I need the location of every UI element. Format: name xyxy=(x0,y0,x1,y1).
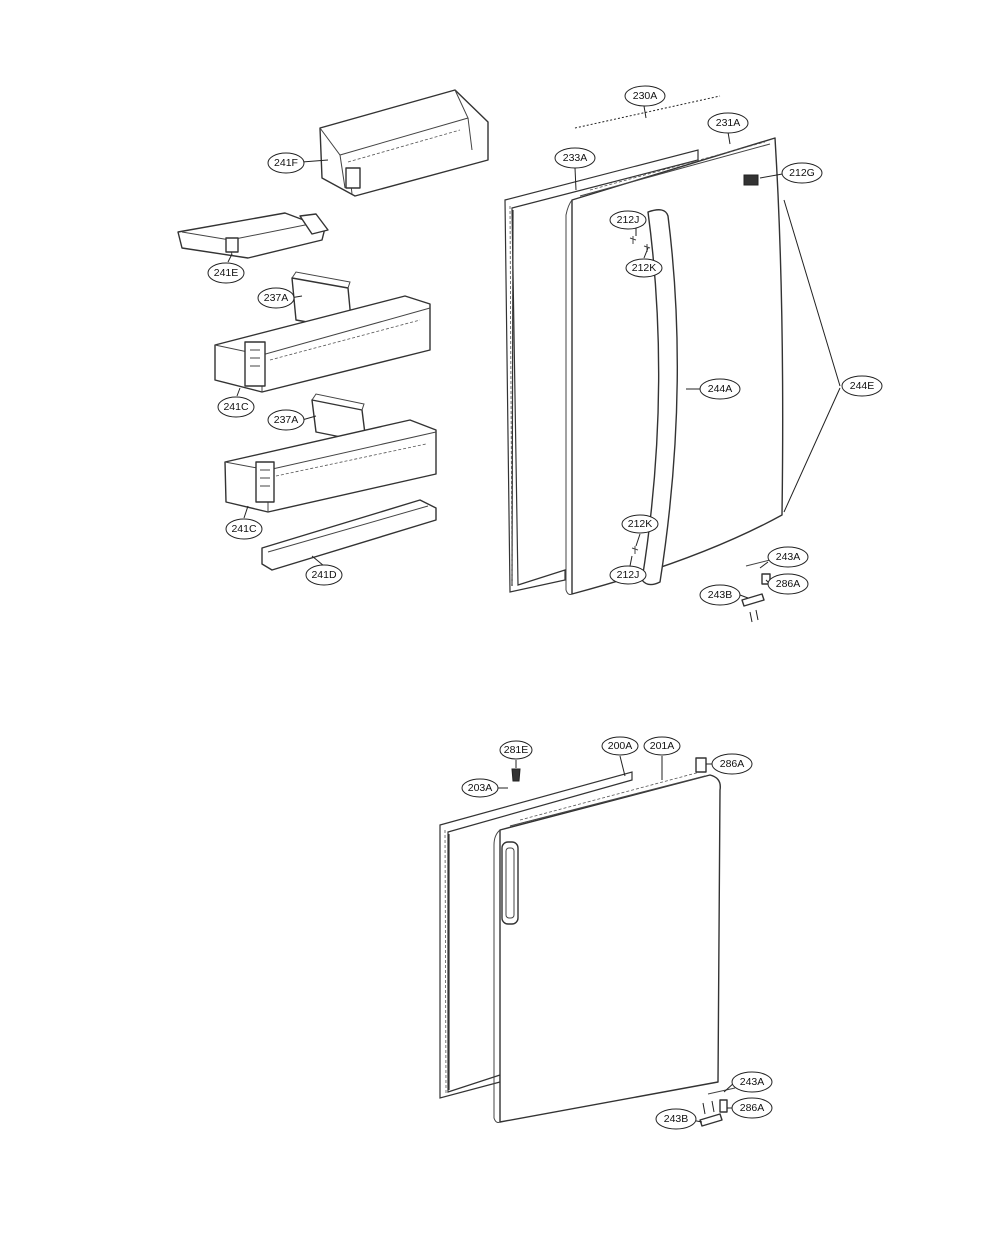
svg-text:241F: 241F xyxy=(274,157,298,169)
svg-text:241C: 241C xyxy=(223,401,249,413)
svg-text:243A: 243A xyxy=(776,551,801,563)
svg-text:286A: 286A xyxy=(740,1102,765,1114)
callout-243a-upper: 243A xyxy=(767,546,809,568)
callout-286a-lower: 286A xyxy=(731,1097,773,1119)
callout-286a-door-top: 286A xyxy=(711,753,753,775)
callout-243b-upper: 243B xyxy=(699,584,741,606)
bin-241c-upper[interactable] xyxy=(214,295,431,393)
bin-241c-lower[interactable] xyxy=(224,419,437,513)
svg-text:281E: 281E xyxy=(504,744,529,756)
svg-text:212J: 212J xyxy=(617,569,640,581)
svg-text:212J: 212J xyxy=(617,214,640,226)
callout-212j-lower: 212J xyxy=(609,565,647,585)
callout-241c-upper: 241C xyxy=(217,396,255,418)
svg-text:212K: 212K xyxy=(632,262,657,274)
callout-241f: 241F xyxy=(267,152,305,174)
svg-text:286A: 286A xyxy=(776,578,801,590)
callout-203a: 203A xyxy=(461,778,499,798)
svg-text:212K: 212K xyxy=(628,518,653,530)
callout-281e: 281E xyxy=(499,740,533,760)
callout-243a-lower: 243A xyxy=(731,1071,773,1093)
svg-text:244E: 244E xyxy=(850,380,875,392)
svg-text:231A: 231A xyxy=(716,117,741,129)
callout-212k-lower: 212K xyxy=(621,514,659,534)
svg-text:243A: 243A xyxy=(740,1076,765,1088)
callout-237a-upper: 237A xyxy=(257,287,295,309)
svg-text:203A: 203A xyxy=(468,782,493,794)
lower-door-assembly[interactable] xyxy=(439,757,736,1127)
callout-244a: 244A xyxy=(699,378,741,400)
svg-text:212G: 212G xyxy=(789,167,815,179)
callout-230a: 230A xyxy=(624,85,666,107)
svg-text:243B: 243B xyxy=(664,1113,689,1125)
svg-text:201A: 201A xyxy=(650,740,675,752)
callout-243b-lower: 243B xyxy=(655,1108,697,1130)
svg-text:286A: 286A xyxy=(720,758,745,770)
callout-233a: 233A xyxy=(554,147,596,169)
svg-text:244A: 244A xyxy=(708,383,733,395)
svg-text:243B: 243B xyxy=(708,589,733,601)
svg-text:237A: 237A xyxy=(274,414,299,426)
callout-237a-lower: 237A xyxy=(267,409,305,431)
callout-231a: 231A xyxy=(707,112,749,134)
callout-241e: 241E xyxy=(207,262,245,284)
bar-241d[interactable] xyxy=(261,499,437,571)
callout-241c-lower: 241C xyxy=(225,518,263,540)
upper-door-assembly[interactable] xyxy=(504,137,784,623)
svg-text:200A: 200A xyxy=(608,740,633,752)
callout-200a: 200A xyxy=(601,736,639,756)
callout-244e: 244E xyxy=(841,375,883,397)
svg-text:233A: 233A xyxy=(563,152,588,164)
svg-text:241C: 241C xyxy=(231,523,257,535)
bin-241f[interactable] xyxy=(319,89,489,197)
svg-text:241D: 241D xyxy=(311,569,337,581)
svg-text:230A: 230A xyxy=(633,90,658,102)
callout-241d: 241D xyxy=(305,564,343,586)
callout-212j-upper: 212J xyxy=(609,210,647,230)
svg-text:237A: 237A xyxy=(264,292,289,304)
callout-201a: 201A xyxy=(643,736,681,756)
callout-212g: 212G xyxy=(781,162,823,184)
callout-212k-upper: 212K xyxy=(625,258,663,278)
svg-text:241E: 241E xyxy=(214,267,239,279)
callout-286a-upper: 286A xyxy=(767,573,809,595)
bin-241e[interactable] xyxy=(177,212,329,259)
